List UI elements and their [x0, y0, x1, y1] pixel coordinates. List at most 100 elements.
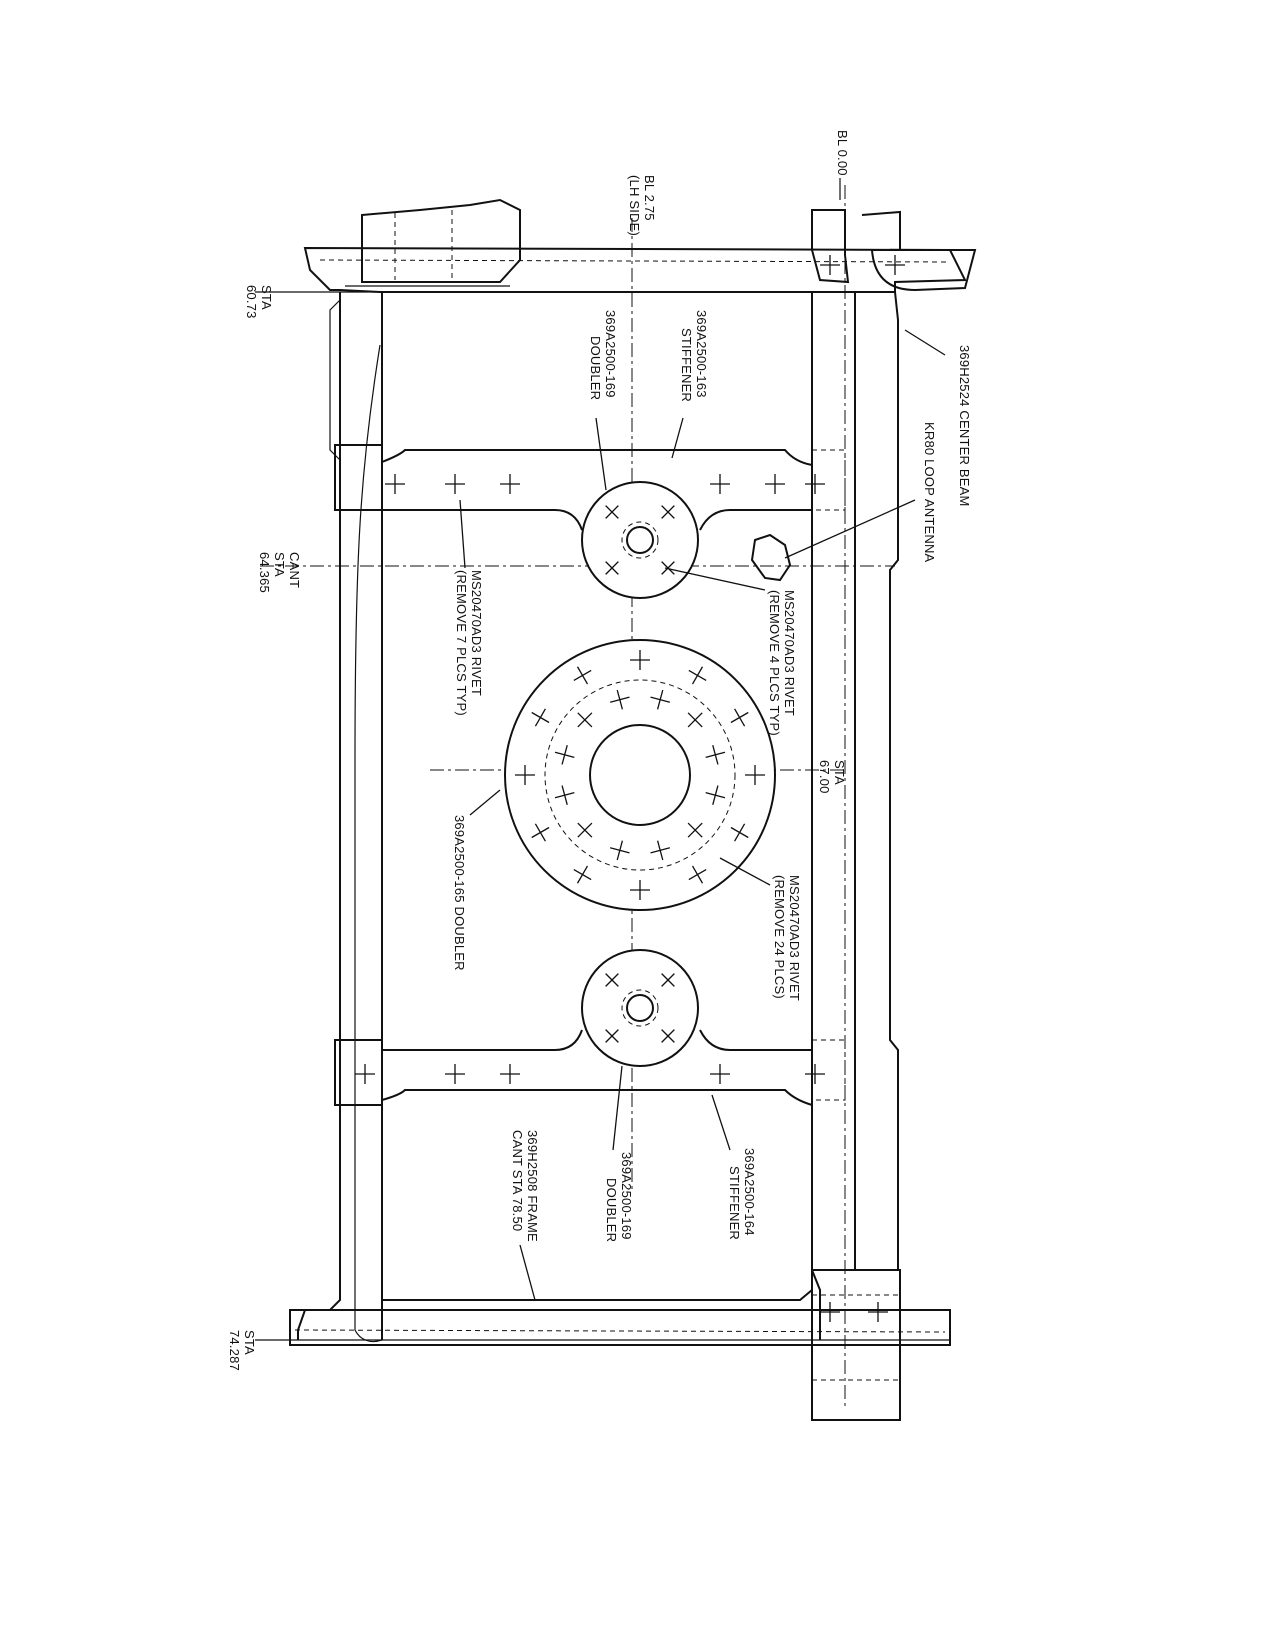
sta-67-00-text-1: STA — [832, 760, 847, 785]
rivet-mark — [608, 687, 632, 711]
stiffener-164-text-2: STIFFENER — [727, 1166, 742, 1240]
rivet-mark — [608, 838, 632, 862]
rivet-mark — [500, 1064, 520, 1084]
label-doubler-165: 369A2500-165 DOUBLER — [452, 815, 467, 971]
rivet-mark — [571, 816, 599, 844]
rivet-7-text-2: (REMOVE 7 PLCS TYP) — [454, 570, 469, 716]
loop-antenna — [752, 535, 790, 580]
rivet-mark — [445, 1064, 465, 1084]
right-rail — [812, 292, 820, 1340]
stiffener-163-text-1: 369A2500-163 — [694, 310, 709, 398]
rivet-mark — [515, 765, 535, 785]
rivet-mark — [569, 662, 596, 689]
label-bl-2-75: BL 2.75 (LH SIDE) — [627, 175, 657, 236]
doubler-165-text: 369A2500-165 DOUBLER — [452, 815, 467, 971]
left-rail — [298, 292, 340, 1340]
doubler-169-lower-text-1: 369A2500-169 — [619, 1152, 634, 1240]
leader-doubler-165 — [470, 790, 500, 815]
sta-60-73-text-1: STA — [259, 285, 274, 310]
frame-78-50-text-2: CANT STA 78.50 — [510, 1130, 525, 1231]
large-doubler-hole — [590, 725, 690, 825]
rivet-mark — [745, 765, 765, 785]
rivet-mark — [630, 880, 650, 900]
frame-78-50-text-1: 369H2508 FRAME — [525, 1130, 540, 1242]
doubler-169-upper-text-1: 369A2500-169 — [603, 310, 618, 398]
lower-doubler-hole — [627, 995, 653, 1021]
stiffener-163-text-2: STIFFENER — [679, 328, 694, 402]
rivet-24-text-1: MS20470AD3 RIVET — [787, 875, 802, 1001]
leader-rivet-4 — [665, 568, 765, 590]
label-sta-67-00: STA 67.00 — [817, 760, 847, 794]
leader-doubler-169-lower — [613, 1066, 622, 1150]
cant-sta-text-2: STA — [272, 552, 287, 577]
top-beam — [305, 248, 965, 292]
rivet-7-text-1: MS20470AD3 RIVET — [469, 570, 484, 696]
rivet-mark — [703, 743, 727, 767]
rivet-mark — [527, 704, 554, 731]
upper-doubler-169 — [582, 482, 698, 598]
rivet-mark — [648, 838, 672, 862]
stiffener-164 — [382, 1090, 812, 1105]
large-doubler-dash-ring — [545, 680, 735, 870]
label-center-beam: 369H2524 CENTER BEAM — [957, 345, 972, 507]
rivet-4-text-2: (REMOVE 4 PLCS TYP) — [767, 590, 782, 736]
label-doubler-169-upper: 369A2500-169 DOUBLER — [588, 310, 618, 400]
label-loop-antenna: KR80 LOOP ANTENNA — [922, 422, 937, 563]
rivet-mark — [655, 499, 680, 524]
rivet-mark — [655, 1023, 680, 1048]
rivet-mark — [885, 255, 905, 275]
rivet-mark — [599, 967, 624, 992]
upper-right-clip — [812, 450, 845, 510]
label-frame-78-50: 369H2508 FRAME CANT STA 78.50 — [510, 1130, 540, 1242]
lower-doubler-169 — [582, 950, 698, 1066]
rivet-mark — [710, 474, 730, 494]
rivet-mark — [681, 816, 709, 844]
rivet-mark — [820, 255, 840, 275]
label-sta-74-287: STA 74.287 — [227, 1330, 257, 1371]
lower-right-clip — [812, 1040, 845, 1100]
leader-loop-antenna — [785, 500, 915, 558]
center-beam-text: 369H2524 CENTER BEAM — [957, 345, 972, 507]
rivet-mark — [500, 474, 520, 494]
rivet-mark — [571, 706, 599, 734]
rivet-mark — [726, 704, 753, 731]
rivet-mark — [552, 783, 576, 807]
leader-center-beam — [905, 330, 945, 355]
label-stiffener-164: 369A2500-164 STIFFENER — [727, 1148, 757, 1240]
rivet-mark — [726, 819, 753, 846]
rivet-mark — [805, 1064, 825, 1084]
rivet-mark — [630, 650, 650, 670]
label-rivet-7: MS20470AD3 RIVET (REMOVE 7 PLCS TYP) — [454, 570, 484, 716]
doubler-169-lower-text-2: DOUBLER — [604, 1178, 619, 1242]
label-doubler-169-lower: 369A2500-169 DOUBLER — [604, 1152, 634, 1242]
rivet-mark — [355, 1064, 375, 1084]
rivet-mark — [527, 819, 554, 846]
rivet-mark — [599, 1023, 624, 1048]
cant-sta-text-3: 64.365 — [257, 552, 272, 593]
leader-rivet-24 — [720, 858, 770, 885]
stiffener-164-text-1: 369A2500-164 — [742, 1148, 757, 1236]
rivet-mark — [684, 861, 711, 888]
left-rail-curve — [355, 345, 382, 1342]
rivet-mark — [599, 555, 624, 580]
stiffener-163 — [382, 450, 812, 465]
rivet-mark — [569, 861, 596, 888]
leader-rivet-7 — [460, 500, 465, 568]
sta-74-287-text-2: 74.287 — [227, 1330, 242, 1371]
rivet-mark — [820, 1302, 840, 1322]
bottom-beam — [290, 1310, 950, 1345]
frame-78-50 — [382, 1290, 812, 1300]
labels: BL 0.00 BL 2.75 (LH SIDE) STA 60.73 CANT… — [227, 130, 972, 1371]
rivet-mark — [648, 687, 672, 711]
label-sta-60-73: STA 60.73 — [244, 285, 274, 319]
label-rivet-24: MS20470AD3 RIVET (REMOVE 24 PLCS) — [772, 875, 802, 1001]
upper-left-clip — [335, 445, 382, 510]
lower-left-clip — [335, 1040, 382, 1105]
bl-0-00-text: BL 0.00 — [835, 130, 850, 176]
rivet-mark — [681, 706, 709, 734]
label-bl-0-00: BL 0.00 — [835, 130, 850, 176]
lower-web-right — [700, 1030, 812, 1050]
rivet-mark — [385, 474, 405, 494]
bl-2-75-text: BL 2.75 — [642, 175, 657, 221]
